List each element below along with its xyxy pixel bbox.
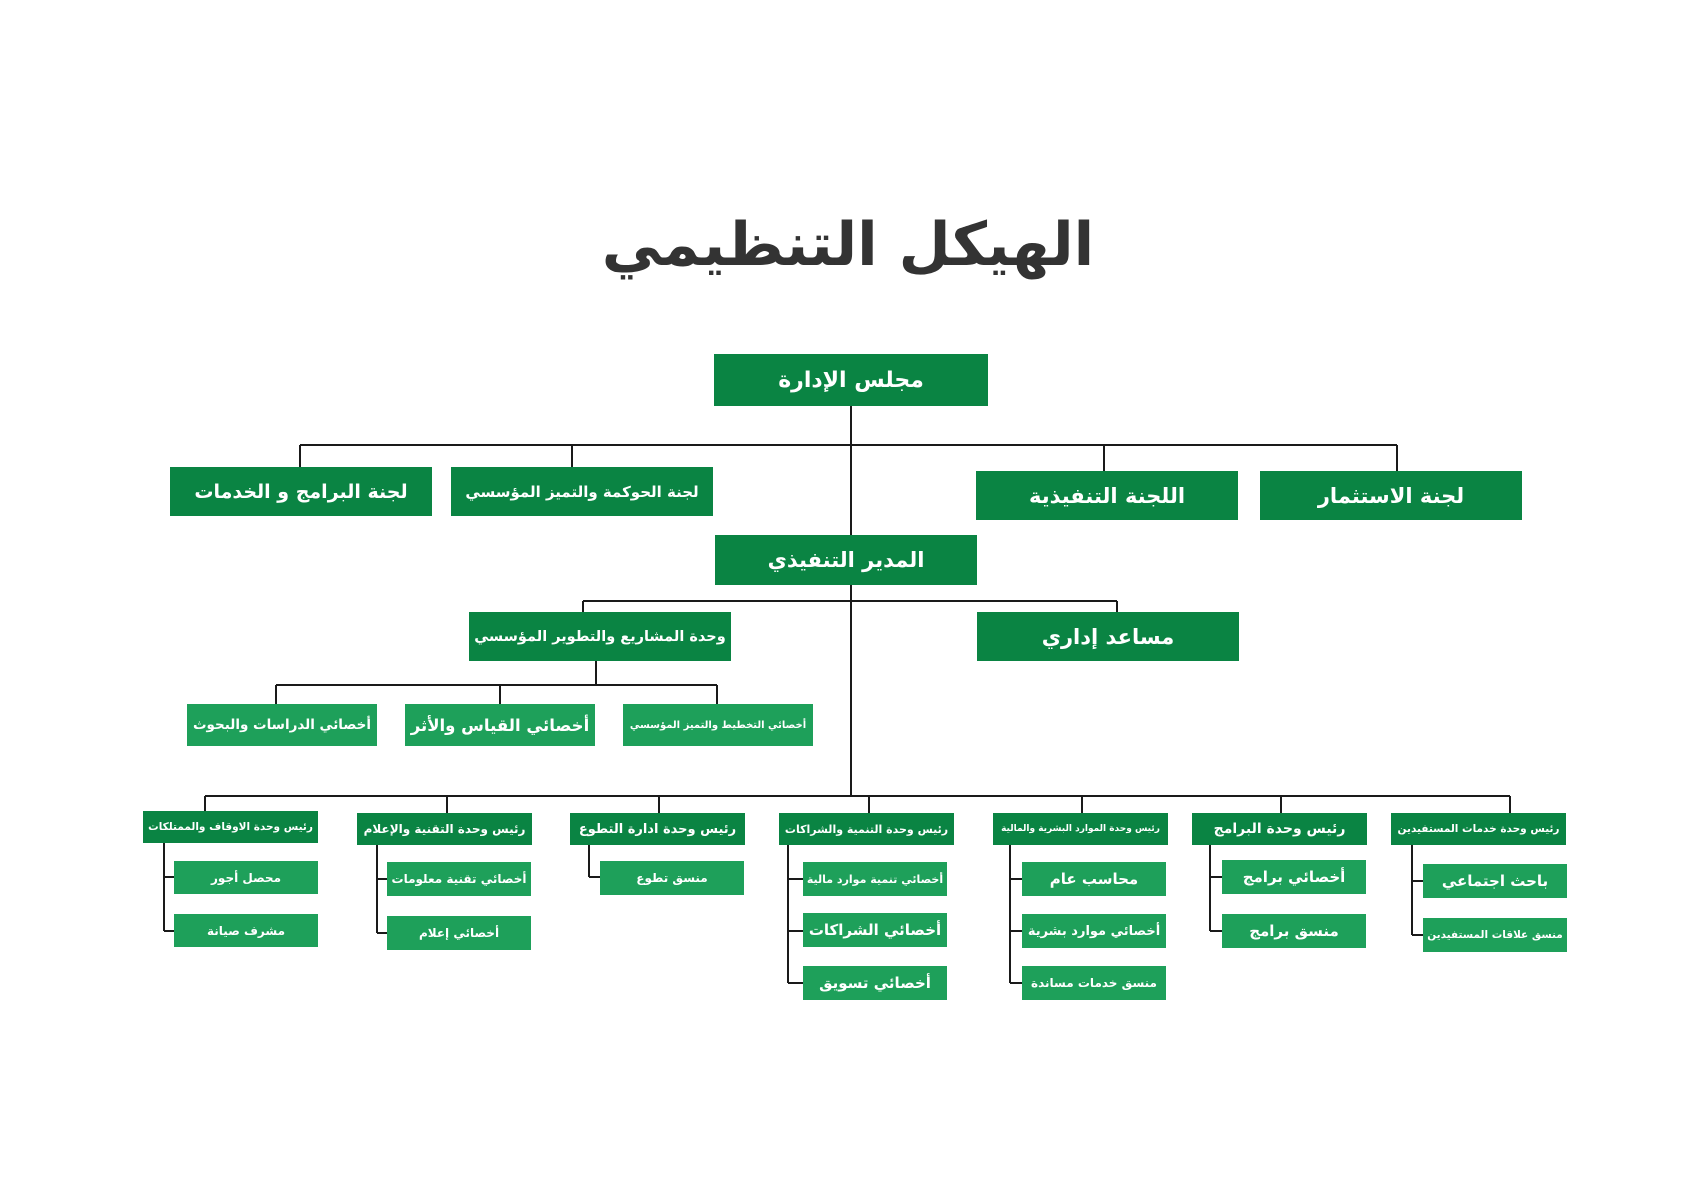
unit-5-member-1-label: محاسب عام — [1049, 870, 1139, 888]
committee-governance-label: لجنة الحوكمة والتميز المؤسسي — [465, 482, 699, 501]
connector-unit5-members — [1009, 844, 1022, 984]
projects-unit-label: وحدة المشاريع والتطوير المؤسسي — [474, 628, 726, 645]
unit-7-head-label: رئيس وحدة خدمات المستفيدين — [1397, 823, 1560, 835]
board-box: مجلس الإدارة — [714, 354, 988, 406]
committee-investment-label: لجنة الاستثمار — [1317, 483, 1465, 508]
unit-7-member-2: منسق علاقات المستفيدين — [1423, 918, 1567, 952]
admin-assistant-box: مساعد إداري — [977, 612, 1239, 661]
unit-5-member-3: منسق خدمات مساندة — [1022, 966, 1166, 1000]
unit-2-member-2-label: أخصائي إعلام — [418, 926, 500, 940]
unit-7-member-1: باحث اجتماعي — [1423, 864, 1567, 898]
unit-3-member-1: منسق تطوع — [600, 861, 744, 895]
unit-4-head-label: رئيس وحدة التنمية والشراكات — [784, 822, 949, 836]
admin-assistant-label: مساعد إداري — [1041, 624, 1175, 649]
unit-5-head-label: رئيس وحدة الموارد البشرية والمالية — [1001, 824, 1160, 834]
unit-4-member-2-label: أخصائي الشراكات — [808, 921, 942, 939]
executive-director-label: المدير التنفيذي — [767, 548, 925, 572]
unit-3-member-1-label: منسق تطوع — [636, 871, 708, 885]
unit-6-member-2: منسق برامج — [1222, 914, 1366, 948]
unit-6-head: رئيس وحدة البرامج — [1192, 813, 1367, 845]
board-label: مجلس الإدارة — [778, 367, 924, 393]
unit-7-head: رئيس وحدة خدمات المستفيدين — [1391, 813, 1566, 845]
connector-unit4-members — [787, 844, 803, 984]
unit-1-head-label: رئيس وحدة الاوقاف والممتلكات — [148, 821, 313, 833]
unit-5-member-3-label: منسق خدمات مساندة — [1031, 976, 1157, 990]
unit-6-member-1: أخصائي برامج — [1222, 860, 1366, 894]
unit-1-member-1-label: محصل أجور — [211, 870, 281, 885]
executive-director-box: المدير التنفيذي — [715, 535, 977, 585]
unit-5-head: رئيس وحدة الموارد البشرية والمالية — [993, 813, 1168, 845]
unit-1-head: رئيس وحدة الاوقاف والممتلكات — [143, 811, 318, 843]
unit-6-member-2-label: منسق برامج — [1249, 922, 1339, 940]
unit-4-member-3-label: أخصائي تسويق — [819, 974, 931, 992]
unit-5-member-1: محاسب عام — [1022, 862, 1166, 896]
unit-2-member-1: أخصائي تقنية معلومات — [387, 862, 531, 896]
unit-2-head: رئيس وحدة التقنية والإعلام — [357, 813, 532, 845]
unit-2-member-1-label: أخصائي تقنية معلومات — [391, 872, 527, 886]
committee-executive: اللجنة التنفيذية — [976, 471, 1238, 520]
unit-7-member-1-label: باحث اجتماعي — [1441, 872, 1549, 890]
committee-governance: لجنة الحوكمة والتميز المؤسسي — [451, 467, 713, 516]
unit-3-head: رئيس وحدة ادارة التطوع — [570, 813, 745, 845]
committee-programs-services-label: لجنة البرامج و الخدمات — [194, 480, 408, 503]
specialist-planning-label: أخصائي التخطيط والتميز المؤسسي — [629, 719, 807, 731]
unit-5-member-2-label: أخصائي موارد بشرية — [1027, 923, 1161, 939]
connector-unit1-members — [163, 842, 174, 932]
specialist-measurement-box: أخصائي القياس والأثر — [405, 704, 595, 746]
unit-1-member-2: مشرف صيانة — [174, 914, 318, 947]
unit-4-member-2: أخصائي الشراكات — [803, 913, 947, 947]
unit-4-head: رئيس وحدة التنمية والشراكات — [779, 813, 954, 845]
unit-2-member-2: أخصائي إعلام — [387, 916, 531, 950]
specialist-planning-box: أخصائي التخطيط والتميز المؤسسي — [623, 704, 813, 746]
unit-4-member-1-label: أخصائي تنمية موارد مالية — [806, 872, 944, 886]
committee-investment: لجنة الاستثمار — [1260, 471, 1522, 520]
specialist-measurement-label: أخصائي القياس والأثر — [410, 715, 590, 735]
unit-3-head-label: رئيس وحدة ادارة التطوع — [578, 821, 737, 837]
connector-unit3-members — [588, 844, 600, 878]
unit-1-member-1: محصل أجور — [174, 861, 318, 894]
projects-unit-box: وحدة المشاريع والتطوير المؤسسي — [469, 612, 731, 661]
unit-4-member-1: أخصائي تنمية موارد مالية — [803, 862, 947, 896]
unit-2-head-label: رئيس وحدة التقنية والإعلام — [363, 822, 526, 836]
connector-unit7-members — [1411, 844, 1423, 936]
unit-6-head-label: رئيس وحدة البرامج — [1213, 821, 1346, 837]
page-title: الهيكل التنظيمي — [601, 210, 1095, 280]
connector-unit6-members — [1209, 844, 1222, 932]
connector-unit2-members — [376, 844, 387, 934]
unit-5-member-2: أخصائي موارد بشرية — [1022, 914, 1166, 948]
specialist-studies-box: أخصائي الدراسات والبحوث — [187, 704, 377, 746]
unit-6-member-1-label: أخصائي برامج — [1242, 868, 1346, 886]
specialist-studies-label: أخصائي الدراسات والبحوث — [192, 717, 372, 733]
unit-1-member-2-label: مشرف صيانة — [207, 923, 286, 938]
unit-7-member-2-label: منسق علاقات المستفيدين — [1427, 929, 1563, 941]
committee-programs-services: لجنة البرامج و الخدمات — [170, 467, 432, 516]
unit-4-member-3: أخصائي تسويق — [803, 966, 947, 1000]
committee-executive-label: اللجنة التنفيذية — [1028, 483, 1186, 508]
